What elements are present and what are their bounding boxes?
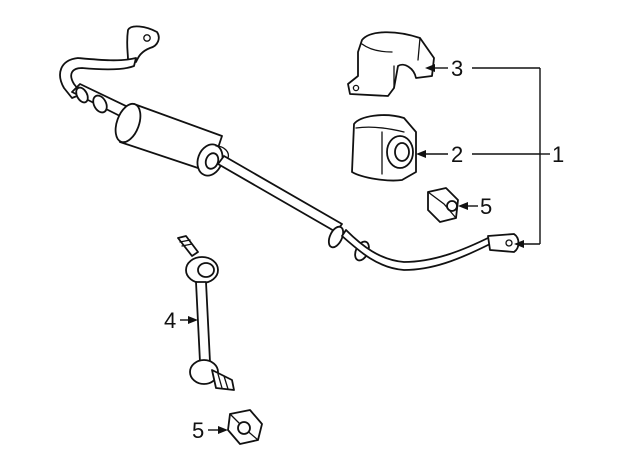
callout-4: 4 [164,308,176,333]
leader-lines [180,64,550,434]
nut-upper [427,187,459,223]
nut-lower [227,409,263,445]
callout-2: 2 [451,142,463,167]
callout-3: 3 [451,56,463,81]
bushing [351,114,417,182]
stabilizer-bar [59,25,520,271]
callout-1: 1 [552,142,564,167]
stabilizer-link [177,235,235,391]
callout-5-lower: 5 [192,418,204,443]
callout-5-upper: 5 [480,194,492,219]
bushing-bracket [347,31,435,97]
